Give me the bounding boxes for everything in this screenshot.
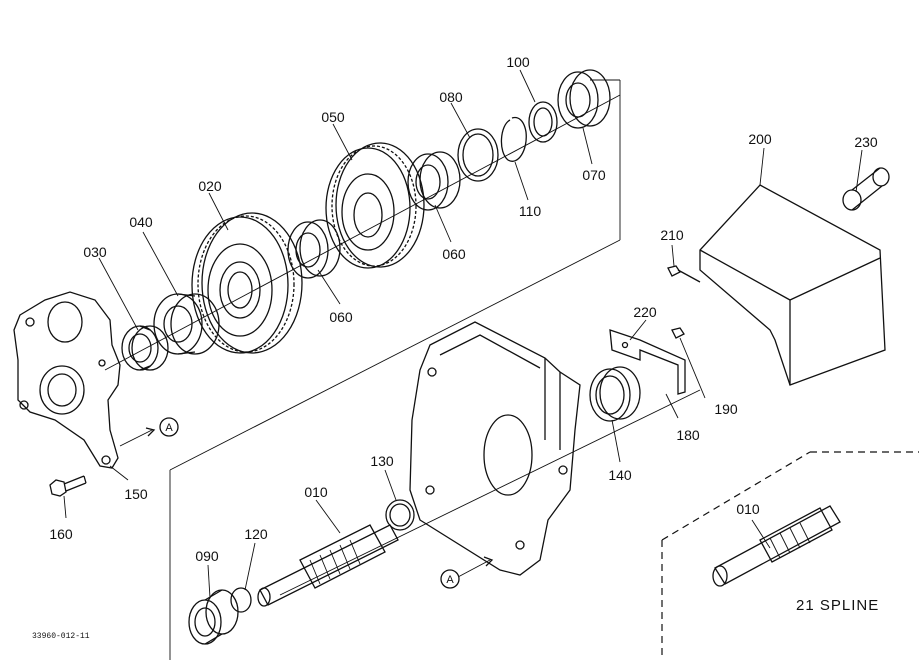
part-label-070: 070: [582, 167, 606, 183]
part-label-030: 030: [83, 244, 107, 260]
part-label-160: 160: [49, 526, 73, 542]
reference-marker-lower: A: [440, 569, 460, 589]
part-label-060-lower: 060: [329, 309, 353, 325]
part-label-080: 080: [439, 89, 463, 105]
part-label-060-upper: 060: [442, 246, 466, 262]
snap-ring-130: [385, 499, 415, 531]
part-label-220: 220: [633, 304, 657, 320]
reference-marker-label: A: [165, 422, 173, 434]
bolt-190: [671, 327, 685, 339]
part-label-210: 210: [660, 227, 684, 243]
part-label-190: 190: [714, 401, 738, 417]
circlip-110: [500, 116, 527, 162]
part-label-120: 120: [244, 526, 268, 542]
part-label-040: 040: [129, 214, 153, 230]
gear-050: [325, 142, 425, 269]
part-label-050: 050: [321, 109, 345, 125]
part-label-230: 230: [854, 134, 878, 150]
pin-230: [842, 167, 890, 211]
part-label-090: 090: [195, 548, 219, 564]
spline-inset-boundary: [661, 451, 919, 660]
part-label-010-spline: 010: [736, 501, 760, 517]
bearing-070: [557, 69, 611, 129]
oil-seal-140: [589, 366, 641, 422]
reference-marker-upper: A: [159, 417, 179, 437]
bearing-030: [121, 325, 169, 371]
leader-lines: [63, 69, 863, 599]
gear-housing: [409, 321, 581, 576]
bearing-060-lower: [287, 219, 341, 279]
reference-marker-label: A: [446, 574, 454, 586]
part-label-130: 130: [370, 453, 394, 469]
bracket-220: [609, 329, 686, 395]
spline-note: 21 SPLINE: [796, 597, 879, 614]
bolt-160: [49, 475, 87, 497]
part-label-200: 200: [748, 131, 772, 147]
cover-200: [699, 184, 886, 386]
part-label-010: 010: [304, 484, 328, 500]
part-labels: 030 040 020 050 060 060 080 100 110 070 …: [49, 54, 878, 564]
part-label-020: 020: [198, 178, 222, 194]
ring-080: [457, 128, 499, 182]
o-ring-120: [230, 587, 252, 613]
gear-020: [191, 212, 303, 354]
shaft-010-spline: [712, 505, 841, 587]
shaft-010: [257, 524, 399, 607]
upper-group-boundary: [169, 79, 621, 660]
part-label-140: 140: [608, 467, 632, 483]
part-label-150: 150: [124, 486, 148, 502]
drawing-number: 33960-012-11: [32, 632, 90, 641]
part-label-180: 180: [676, 427, 700, 443]
bearing-plate-150: [13, 291, 121, 469]
bolt-210: [667, 265, 701, 283]
part-label-100: 100: [506, 54, 530, 70]
part-label-110: 110: [519, 203, 542, 219]
